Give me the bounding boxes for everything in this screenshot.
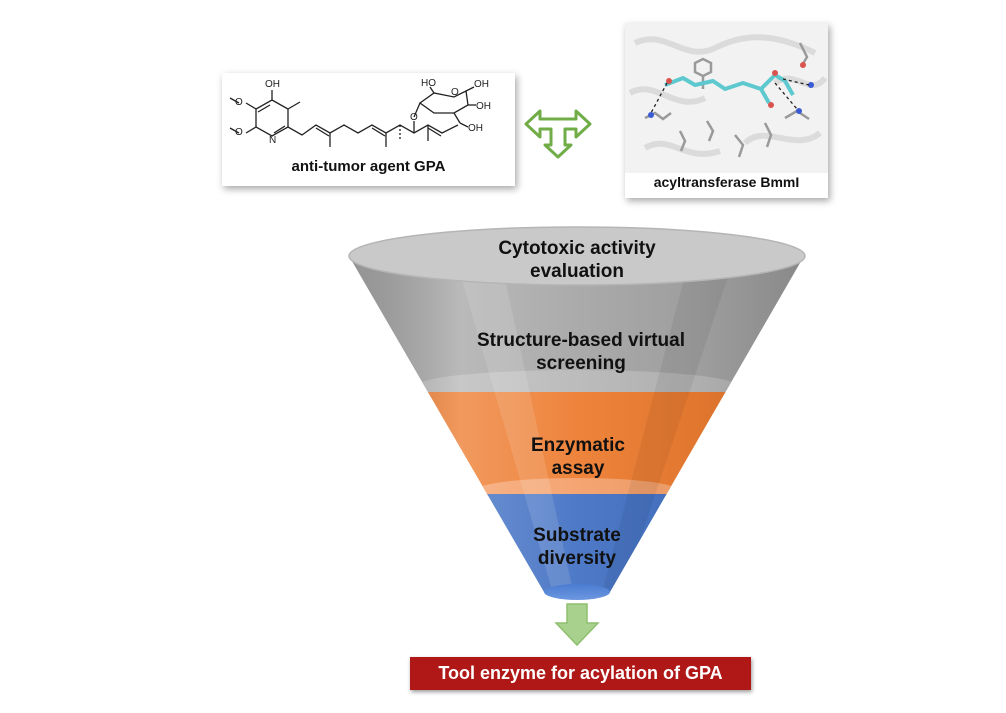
- enzyme-label: acyltransferase BmmI: [653, 174, 800, 190]
- atom-o-glycosidic: O: [410, 112, 418, 123]
- atom-oh-top: OH: [265, 79, 280, 90]
- molecule-label: anti-tumor agent GPA: [291, 158, 446, 175]
- stage-2-line-2: screening: [536, 353, 626, 374]
- stage-virtual-screening: Structure-based virtual screening: [451, 329, 711, 375]
- atom-oh-1: OH: [474, 79, 489, 90]
- stage-3-line-2: assay: [551, 458, 605, 479]
- stage-3-line-1: Enzymatic: [531, 435, 625, 456]
- enzyme-card: acyltransferase BmmI: [625, 23, 828, 198]
- result-label: Tool enzyme for acylation of GPA: [438, 663, 723, 683]
- stage-4-line-1: Substrate: [533, 525, 621, 546]
- gpa-structure-drawing: OH O O N O HO O OH OH OH: [229, 78, 491, 147]
- atom-oh-3: OH: [468, 123, 483, 134]
- molecule-card: OH O O N O HO O OH OH OH anti-tumor agen…: [222, 73, 515, 186]
- atom-ho: HO: [421, 78, 436, 89]
- stage-1-line-1: Cytotoxic activity: [498, 238, 656, 259]
- result-box: Tool enzyme for acylation of GPA: [410, 657, 751, 690]
- down-arrow-icon: [554, 603, 600, 647]
- atom-n: N: [269, 135, 276, 146]
- atom-o-upper: O: [235, 97, 243, 108]
- atom-oh-2: OH: [476, 101, 491, 112]
- atom-o-ring: O: [451, 87, 459, 98]
- stage-2-line-1: Structure-based virtual: [477, 330, 685, 351]
- atom-o-lower: O: [235, 127, 243, 138]
- stage-cytotoxic-activity: Cytotoxic activity evaluation: [447, 237, 707, 283]
- bmml-binding-site-image: [625, 23, 828, 198]
- stage-substrate-diversity: Substrate diversity: [447, 524, 707, 570]
- stage-1-line-2: evaluation: [530, 261, 624, 282]
- funnel-rim: [348, 226, 806, 286]
- stage-4-line-2: diversity: [537, 548, 617, 569]
- stage-enzymatic-assay: Enzymatic assay: [448, 434, 708, 480]
